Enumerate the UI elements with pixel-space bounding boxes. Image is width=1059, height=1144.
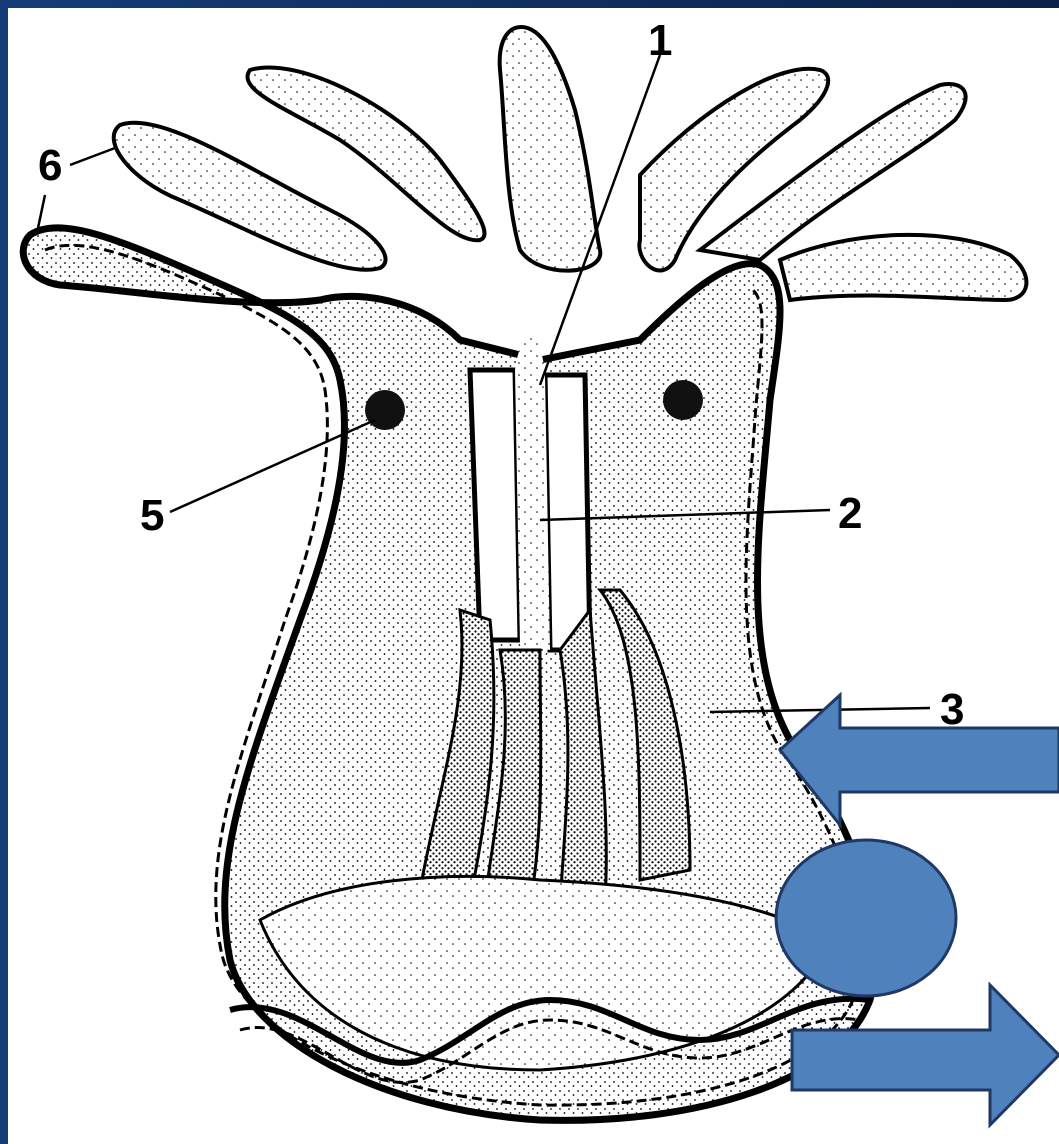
gonad-right — [663, 380, 703, 420]
gonad-left — [365, 390, 405, 430]
pharynx-wall-right — [545, 375, 590, 650]
pharynx — [470, 337, 590, 650]
ellipse-shape[interactable] — [776, 840, 956, 996]
label-2: 2 — [838, 489, 862, 538]
label-6: 6 — [38, 141, 62, 190]
label-5: 5 — [140, 491, 164, 540]
label-1: 1 — [648, 16, 672, 65]
pharynx-wall-left — [470, 370, 520, 640]
pharynx-lumen — [515, 337, 550, 650]
